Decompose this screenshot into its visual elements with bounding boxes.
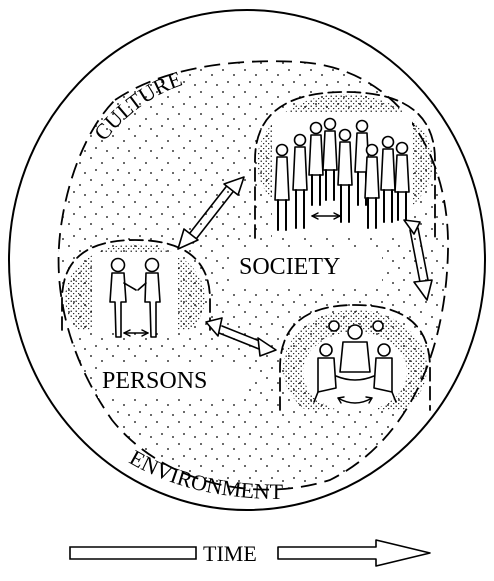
society-label-bg — [232, 248, 382, 284]
society-interaction-arrow — [311, 212, 341, 220]
persons-bubble — [61, 239, 211, 331]
society-crowd — [274, 117, 410, 231]
seated-figure-left — [313, 343, 337, 403]
group-interaction-arrow — [337, 396, 373, 404]
table-shape — [335, 375, 375, 381]
arrow-persons-group — [205, 317, 277, 357]
group-figures — [313, 320, 397, 404]
time-label: TIME — [203, 541, 257, 566]
crowd-figure — [308, 121, 324, 206]
crowd-figure — [364, 143, 380, 229]
crowd-figure — [274, 143, 290, 231]
arrow-persons-society — [177, 176, 245, 250]
crowd-figure — [337, 128, 353, 223]
persons-figures — [109, 257, 161, 338]
persons-interaction-arrow — [123, 329, 149, 337]
crowd-figure — [394, 141, 410, 221]
seated-figure-right — [373, 343, 397, 403]
seated-figure-center — [339, 324, 371, 373]
crowd-figure — [322, 117, 338, 201]
crowd-figure — [292, 133, 308, 229]
society-label: SOCIETY — [239, 254, 340, 280]
time-arrow — [69, 539, 431, 567]
person-figure-left — [109, 257, 137, 338]
persons-label-bg — [98, 362, 248, 398]
seated-figure-top-left — [328, 320, 340, 332]
person-figure-right — [137, 257, 161, 338]
arrow-society-group — [403, 219, 433, 301]
seated-figure-top-right — [372, 320, 384, 332]
persons-label: PERSONS — [102, 368, 207, 394]
